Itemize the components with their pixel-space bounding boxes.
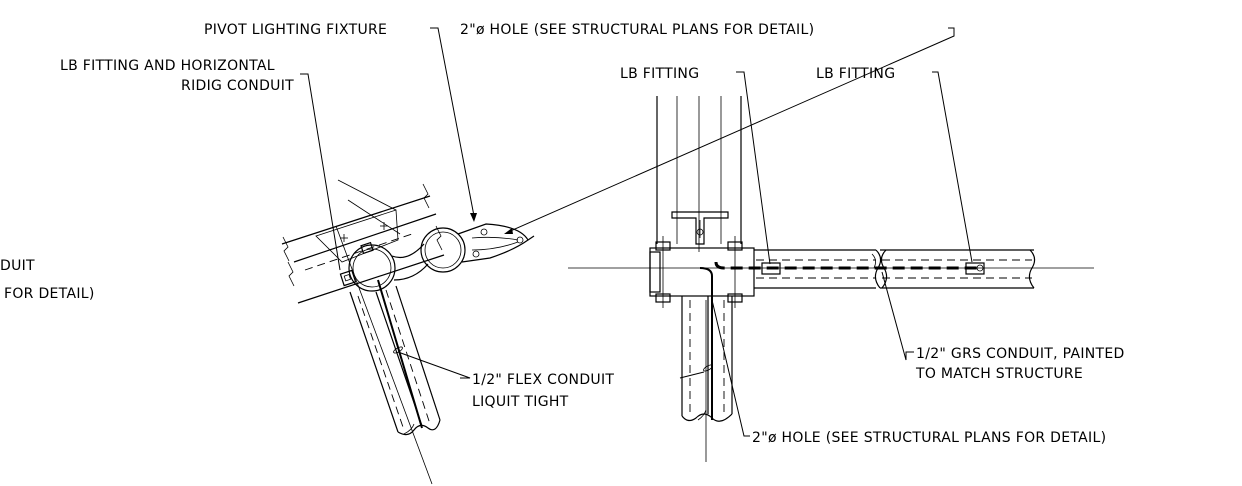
right-view [568,96,1094,462]
label-grs-1: 1/2" GRS CONDUIT, PAINTED [916,346,1125,362]
pivot-lighting-fixture [457,223,535,263]
label-lb-horizontal-1: LB FITTING AND HORIZONTAL [60,58,275,74]
inclined-member [281,179,445,304]
label-cut-conduit: DUIT [0,258,35,274]
label-lb-fitting-b: LB FITTING [816,66,895,82]
grs-conduit [714,261,978,270]
label-flex-1: 1/2" FLEX CONDUIT [472,372,614,388]
lb-fitting-right-b [965,262,985,275]
lower-post [681,296,733,462]
horizontal-pipe-2 [880,249,1036,289]
label-hole-bottom: 2"ø HOLE (SEE STRUCTURAL PLANS FOR DETAI… [752,430,1106,446]
lb-fitting-right-a [761,262,781,275]
label-pivot-fixture: PIVOT LIGHTING FIXTURE [204,22,387,38]
left-view [281,179,535,485]
lb-fitting-left [339,269,357,287]
base-flange [649,236,755,308]
vertical-column [656,96,742,252]
label-hole-top: 2"ø HOLE (SEE STRUCTURAL PLANS FOR DETAI… [460,22,814,38]
label-cut-for-detail: FOR DETAIL) [4,286,95,302]
label-lb-fitting-a: LB FITTING [620,66,699,82]
horizontal-pipe-1 [754,249,882,289]
pipe-clamp [348,227,466,292]
inclined-post [349,279,441,436]
label-lb-horizontal-2: RIDIG CONDUIT [181,78,294,94]
label-grs-2: TO MATCH STRUCTURE [915,366,1083,382]
leaders [300,27,973,437]
label-flex-2: LIQUIT TIGHT [472,394,569,410]
